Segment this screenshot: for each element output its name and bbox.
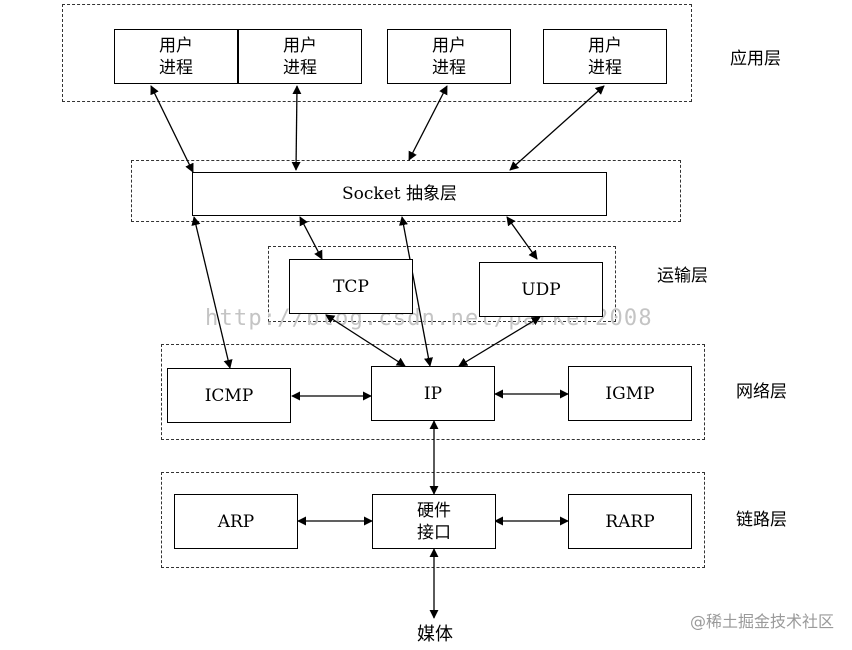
socket-abstraction-box: Socket 抽象层 — [192, 172, 607, 216]
arrow-user4-socket — [509, 85, 605, 171]
arrow-socket-ip — [399, 216, 433, 367]
network-layer-label: 网络层 — [736, 382, 787, 402]
application-layer-region — [62, 4, 692, 102]
medium-label: 媒体 — [417, 624, 453, 645]
igmp-box: IGMP — [568, 366, 692, 421]
ip-box: IP — [371, 366, 495, 421]
user-process-box: 用户 进程 — [114, 29, 238, 84]
credit-text: @稀土掘金技术社区 — [689, 612, 834, 631]
link-layer-label: 链路层 — [736, 510, 787, 530]
transport-layer-label: 运输层 — [657, 266, 708, 286]
arrow-socket-icmp — [191, 216, 233, 369]
arp-box: ARP — [174, 494, 298, 549]
user-process-box: 用户 进程 — [387, 29, 511, 84]
icmp-box: ICMP — [167, 368, 291, 423]
hardware-interface-box: 硬件 接口 — [372, 494, 496, 549]
user-process-box: 用户 进程 — [238, 29, 362, 84]
arrow-socket-tcp — [299, 216, 323, 260]
arrow-tcp-ip — [325, 314, 406, 367]
tcp-box: TCP — [289, 259, 413, 314]
rarp-box: RARP — [568, 494, 692, 549]
arrow-user2-socket — [291, 85, 302, 171]
user-process-box: 用户 进程 — [543, 29, 667, 84]
arrow-socket-udp — [506, 216, 538, 260]
arrow-user1-socket — [150, 85, 194, 173]
transport-layer-region — [268, 246, 616, 322]
arrow-udp-ip — [458, 316, 541, 367]
udp-box: UDP — [479, 262, 603, 317]
application-layer-label: 应用层 — [730, 49, 781, 69]
arrow-user3-socket — [408, 85, 448, 161]
